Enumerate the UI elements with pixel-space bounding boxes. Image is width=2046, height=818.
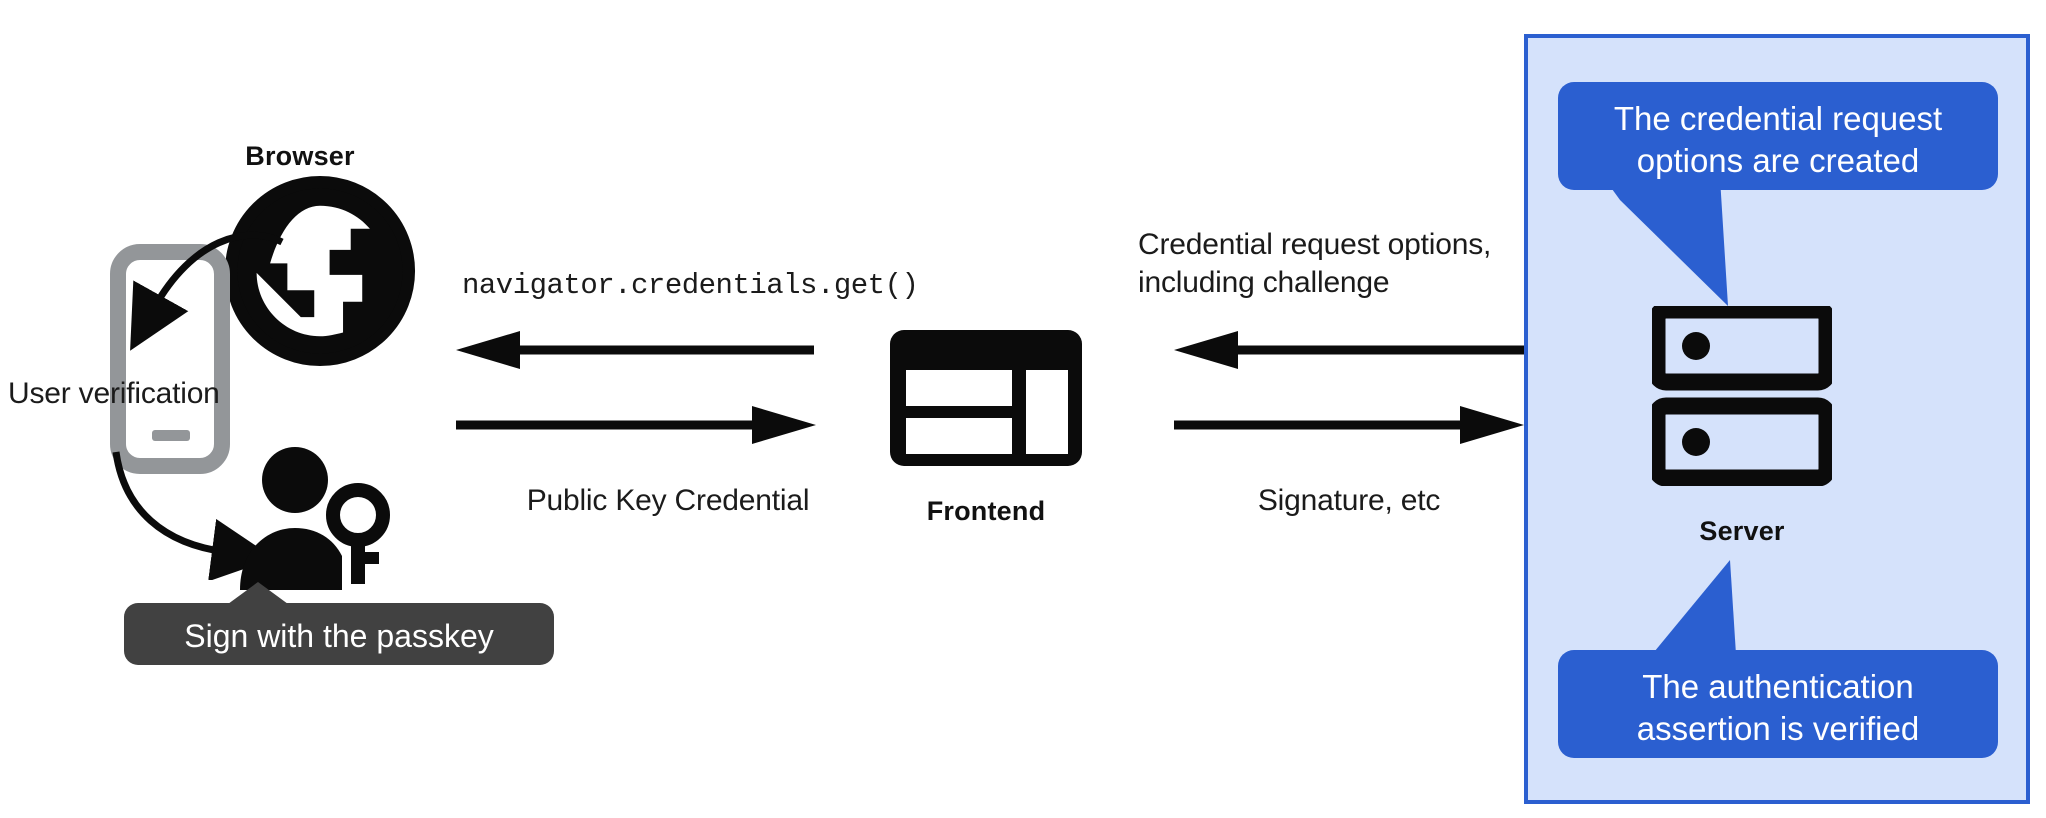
smartphone-icon [110,244,230,474]
user-verification-caption: User verification [8,377,220,410]
signature-etc-label: Signature, etc [1257,484,1441,517]
public-key-credential-label: Public Key Credential [526,484,810,517]
arrow-browser-to-frontend [456,406,816,444]
arrow-server-to-frontend [1174,331,1524,369]
server-racks-icon [1652,306,1832,486]
navigator-credentials-get-label: navigator.credentials.get() [462,269,919,302]
web-layout-icon [890,330,1082,466]
arrow-phone-to-user [112,451,275,580]
person-with-key-icon [240,447,390,590]
passkey-tooltip-notch [228,582,288,604]
browser-caption: Browser [245,141,355,171]
callout-top-tail [1604,178,1728,306]
server-callout-top: The credential request options are creat… [1558,82,1998,190]
passkey-tooltip: Sign with the passkey [124,603,554,665]
frontend-caption: Frontend [926,496,1046,526]
credential-request-options-label: Credential request options, including ch… [1138,228,1492,300]
arrow-frontend-to-server [1174,406,1524,444]
arrow-frontend-to-browser [456,331,814,369]
globe-icon [224,175,416,367]
server-callout-bottom: The authentication assertion is verified [1558,650,1998,758]
server-caption: Server [1699,516,1785,546]
arrow-browser-to-phone [130,231,284,351]
